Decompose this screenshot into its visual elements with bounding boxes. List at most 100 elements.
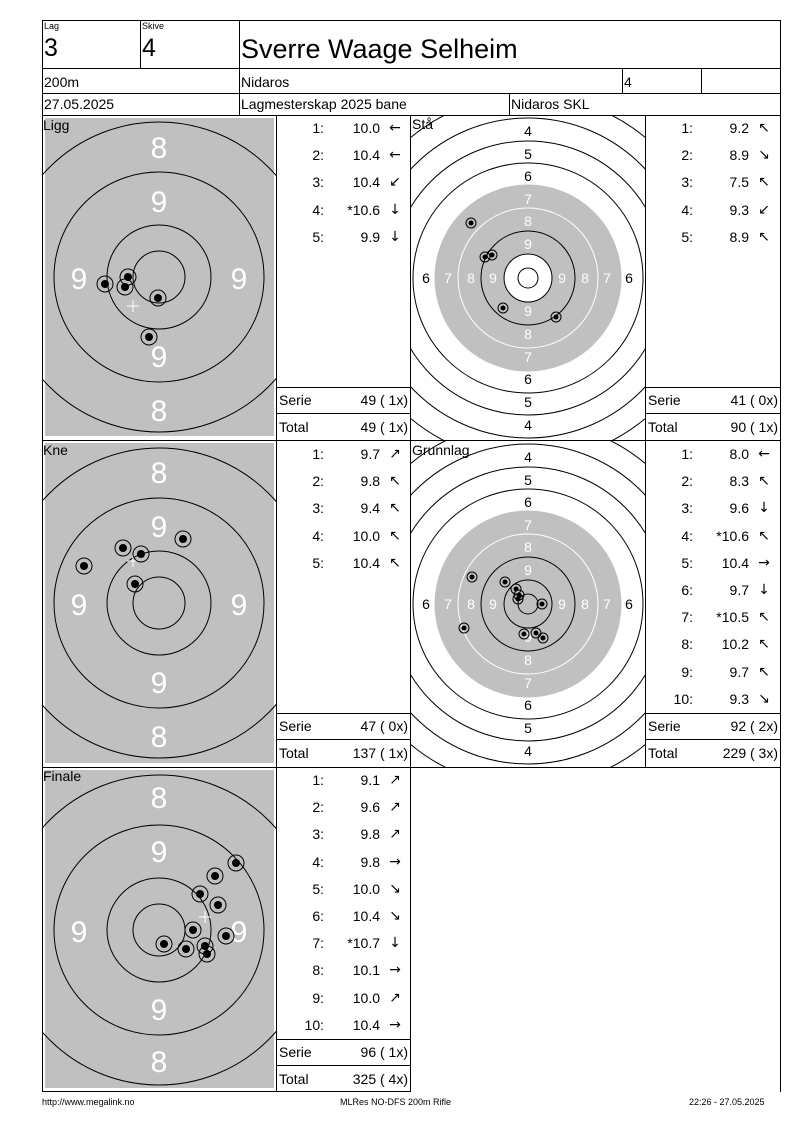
ligg-total-label: Total xyxy=(279,419,309,435)
grunnlag-num-l6: 6 xyxy=(422,596,430,612)
sta-num-t9: 9 xyxy=(524,236,532,252)
sta-num-r6: 6 xyxy=(625,270,633,286)
skive-value: 4 xyxy=(142,34,156,62)
shooter-name: Sverre Waage Selheim xyxy=(241,34,518,64)
finale-shot-row: 7:*10.7↓ xyxy=(278,933,410,953)
sta-num-t4: 4 xyxy=(524,123,532,139)
ligg-num-bottom1: 8 xyxy=(151,395,168,428)
grunnlag-shot-row: 5:10.4→ xyxy=(647,553,779,573)
grunnlag-shot-row: 4:*10.6↖ xyxy=(647,526,779,546)
grunnlag-shot-row: 9:9.7↖ xyxy=(647,662,779,682)
finale-shot-direction-icon: ↗ xyxy=(389,826,401,843)
finale-shot-number: 2: xyxy=(312,799,324,816)
finale-shot-number: 10: xyxy=(304,1016,324,1033)
grunnlag-shot-value: 9.7 xyxy=(729,663,749,680)
sta-shot-value: 9.2 xyxy=(729,120,749,136)
finale-shot-number: 5: xyxy=(312,880,324,897)
finale-shot-row: 6:10.4↘ xyxy=(278,906,410,926)
frame-right xyxy=(780,20,781,768)
sta-shot-number: 3: xyxy=(681,174,693,191)
grunnlag-shot-direction-icon: ↖ xyxy=(758,609,770,626)
finale-shot-direction-icon: → xyxy=(389,1016,401,1033)
grunnlag-num-l7: 7 xyxy=(444,596,452,612)
date: 27.05.2025 xyxy=(44,96,115,112)
club: Nidaros xyxy=(241,74,290,90)
grunnlag-shot-row: 7: *10.5 ↖ xyxy=(647,607,779,627)
hdr-vline-class xyxy=(622,68,623,93)
finale-shot-value: 10.0 xyxy=(352,880,380,897)
grunnlag-shot-direction-icon: ↘ xyxy=(758,690,770,707)
grunnlag-num-t4: 4 xyxy=(524,449,532,465)
finale-shot-value: 10.1 xyxy=(352,962,380,979)
ligg-num-left: 9 xyxy=(71,263,88,296)
grunnlag-shot-row: 3:9.6↓ xyxy=(647,498,779,518)
finale-shot-value: 10.0 xyxy=(352,989,380,1006)
ligg-shot-value: 10.4 xyxy=(352,174,380,191)
ligg-shot-direction-icon: ← xyxy=(389,120,401,136)
finale-shot-number: 8: xyxy=(312,962,324,979)
footer-url[interactable]: http://www.megalink.no xyxy=(42,1097,135,1107)
sta-total-label: Total xyxy=(648,419,678,435)
grunnlag-shot-number: 5: xyxy=(681,554,693,571)
finale-shot-number: 1: xyxy=(312,772,324,788)
ligg-shot-number: 1: xyxy=(312,120,324,136)
finale-num-bottom1: 8 xyxy=(151,1046,168,1079)
grunnlag-shot-number: 7: xyxy=(681,609,693,626)
finale-shot-number: 7: xyxy=(312,935,324,952)
sta-shot-value: 8.9 xyxy=(729,147,749,164)
ligg-serie-label: Serie xyxy=(279,392,312,408)
sta-shot-direction-icon: ↘ xyxy=(758,147,770,164)
sta-target: 4 5 6 7 8 9 6 7 8 9 9 8 7 6 9 8 7 6 5 4 xyxy=(411,116,645,440)
sta-shot-direction-icon: ↙ xyxy=(758,201,770,218)
kne-target: 8 9 9 9 9 8 xyxy=(43,443,276,763)
finale-shot-value: 9.8 xyxy=(360,853,380,870)
grunnlag-shot-value: *10.5 xyxy=(716,609,749,626)
sta-shot-number: 2: xyxy=(681,147,693,164)
footer-software: MLRes NO-DFS 200m Rifle xyxy=(340,1097,452,1107)
kne-shot-value: 9.7 xyxy=(360,446,380,462)
sta-shot-number: 5: xyxy=(681,228,693,245)
finale-shot-direction-icon: ↗ xyxy=(389,772,401,788)
finale-shot-row: 9:10.0↗ xyxy=(278,988,410,1008)
kne-shot-row: 5:10.4↖ xyxy=(278,553,410,573)
grunnlag-shot-row: 10:9.3↘ xyxy=(647,689,779,709)
sta-serie-line xyxy=(645,387,781,388)
kne-shot-value: 10.4 xyxy=(352,554,380,571)
kne-serie-value: 47 ( 0x) xyxy=(360,718,408,734)
sta-num-b4: 4 xyxy=(524,417,532,433)
sta-num-l6: 6 xyxy=(422,270,430,286)
kne-shot-value: 10.0 xyxy=(352,527,380,544)
hdr-line-3 xyxy=(42,115,781,116)
kne-serie-line xyxy=(276,713,410,714)
sta-num-t8: 8 xyxy=(524,213,532,229)
grunnlag-shot-number: 10: xyxy=(673,690,693,707)
finale-shot-value: 9.6 xyxy=(360,799,380,816)
kne-shot-number: 2: xyxy=(312,473,324,490)
kne-num-top1: 8 xyxy=(151,457,168,490)
kne-num-bottom2: 9 xyxy=(151,667,168,700)
grunnlag-num-t8: 8 xyxy=(524,539,532,555)
sta-shot-row: 4:9.3↙ xyxy=(647,200,779,220)
col-line-c xyxy=(645,115,646,768)
grunnlag-shot-direction-icon: ↓ xyxy=(758,582,770,598)
grunnlag-num-b5: 5 xyxy=(524,720,532,736)
finale-num-top1: 8 xyxy=(151,782,168,815)
grunnlag-num-r8: 8 xyxy=(581,596,589,612)
grunnlag-serie-label: Serie xyxy=(648,718,681,734)
class-value: 4 xyxy=(624,74,632,90)
finale-shot-row: 3:9.8↗ xyxy=(278,824,410,844)
sta-num-t7: 7 xyxy=(524,191,532,207)
grunnlag-shot-direction-icon: ↓ xyxy=(758,500,770,517)
finale-shot-number: 4: xyxy=(312,853,324,870)
sta-num-l7: 7 xyxy=(444,270,452,286)
sta-shot-direction-icon: ↖ xyxy=(758,228,770,245)
kne-shot-value: 9.4 xyxy=(360,500,380,517)
sta-serie-value: 41 ( 0x) xyxy=(730,392,778,408)
sta-shot-row: 1:9.2↖ xyxy=(647,118,779,138)
finale-shot-direction-icon: ↘ xyxy=(389,908,401,924)
finale-shot-row: 10:10.4→ xyxy=(278,1015,410,1035)
grunnlag-shot-value: 9.6 xyxy=(729,500,749,517)
grunnlag-num-r7: 7 xyxy=(603,596,611,612)
kne-shot-direction-icon: ↖ xyxy=(389,473,401,490)
finale-shot-number: 6: xyxy=(312,908,324,924)
